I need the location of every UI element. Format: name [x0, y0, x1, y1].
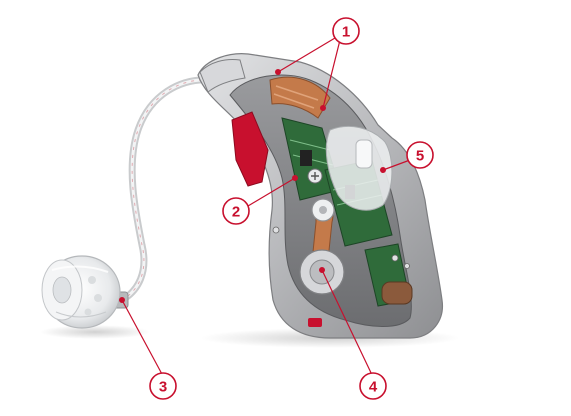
sound-tube — [114, 76, 214, 306]
callout-5-label: 5 — [416, 148, 424, 165]
ear-dome — [41, 255, 121, 329]
callout-4-label: 4 — [369, 379, 378, 396]
callout-5: 5 — [406, 141, 434, 169]
callout-4: 4 — [359, 372, 387, 400]
hearing-aid-body — [197, 53, 444, 339]
callout-2-label: 2 — [232, 204, 240, 221]
callout-2: 2 — [222, 197, 250, 225]
callout-1-label: 1 — [342, 24, 350, 41]
leader-lines — [119, 37, 411, 378]
callout-3-label: 3 — [159, 379, 167, 396]
dome-shadow — [40, 325, 150, 339]
callout-3: 3 — [149, 372, 177, 400]
callout-1: 1 — [332, 17, 360, 45]
